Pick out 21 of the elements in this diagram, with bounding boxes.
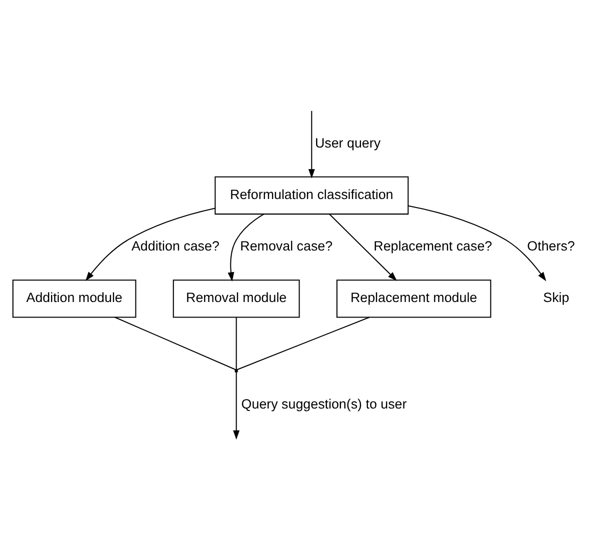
arrow <box>308 110 315 178</box>
arrow <box>408 204 546 281</box>
node-box: Replacement module <box>336 279 492 318</box>
edge-label: Addition case? <box>131 238 220 254</box>
node-box: Reformulation classification <box>214 176 409 214</box>
edge-label: Query suggestion(s) to user <box>241 396 407 412</box>
node-point <box>234 368 238 372</box>
edge-label: User query <box>314 134 381 150</box>
edge-label: Removal case? <box>240 238 333 254</box>
connector <box>236 316 370 370</box>
edge-label: Replacement case? <box>374 238 492 254</box>
edge-label: Others? <box>527 238 575 254</box>
arrow <box>228 213 264 282</box>
arrow <box>85 207 216 281</box>
node-text: Skip <box>543 290 570 305</box>
connector <box>114 316 236 370</box>
connector <box>236 316 237 370</box>
node-box: Addition module <box>12 279 136 318</box>
arrow <box>233 372 240 440</box>
node-box: Removal module <box>172 279 300 318</box>
arrow <box>329 213 397 280</box>
